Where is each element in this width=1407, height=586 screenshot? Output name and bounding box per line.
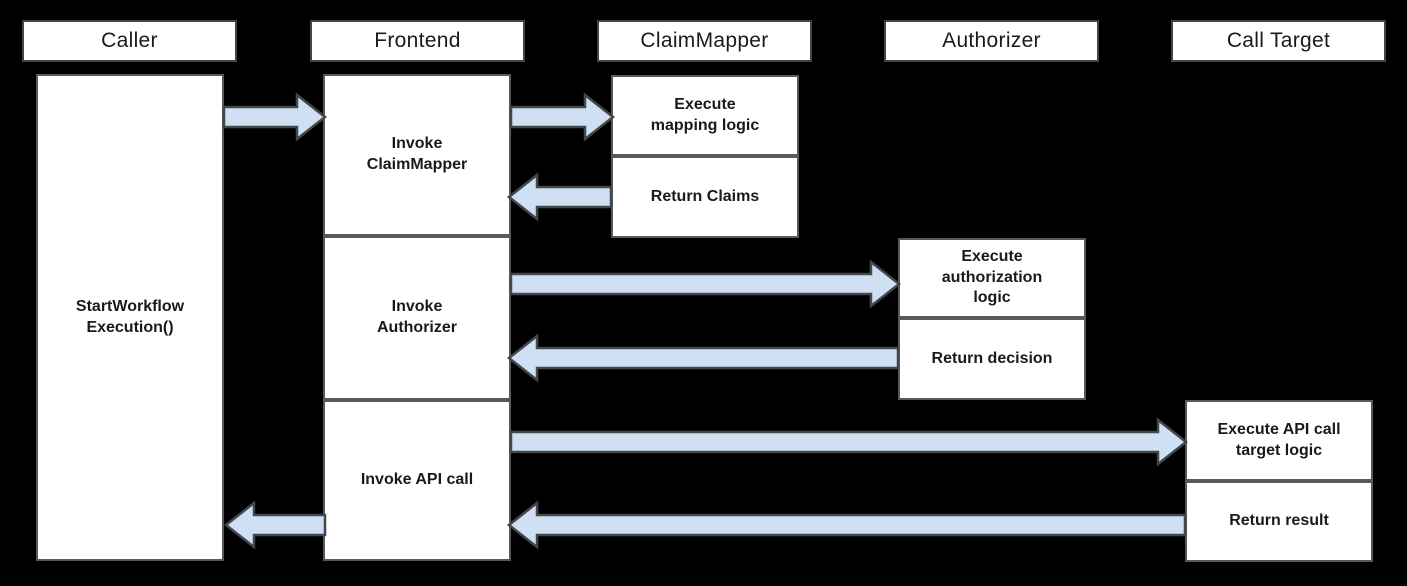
frontend-step-invoke-authorizer: Invoke Authorizer — [323, 236, 511, 400]
frontend-step-invoke-api-call-label: Invoke API call — [360, 471, 474, 489]
claimmapper-step-return-claims: Return Claims — [611, 156, 799, 238]
lane-header-claimmapper: ClaimMapper — [597, 20, 812, 62]
frontend-to-claimmapper-arrow — [509, 92, 616, 142]
calltarget-to-frontend-arrow — [506, 500, 1187, 550]
frontend-to-authorizer-arrow — [509, 259, 902, 309]
frontend-step-invoke-api-call: Invoke API call — [323, 400, 511, 561]
lane-header-caller-label: Caller — [101, 29, 158, 52]
claimmapper-step-execute-mapping-logic: Execute mapping logic — [611, 75, 799, 156]
authorizer-step-return-decision: Return decision — [898, 318, 1086, 400]
caller-to-frontend-arrow — [222, 92, 328, 142]
authorizer-step-execute-authorization-logic-label: Execute authorization logic — [941, 247, 1043, 307]
caller-activation-label: StartWorkflow Execution() — [75, 297, 185, 336]
lane-header-call-target-label: Call Target — [1226, 29, 1331, 52]
claimmapper-to-frontend-arrow — [506, 172, 613, 222]
calltarget-step-execute-api-call-target-logic: Execute API call target logic — [1185, 400, 1373, 481]
authorizer-step-return-decision-label: Return decision — [931, 349, 1053, 367]
authorizer-step-execute-authorization-logic: Execute authorization logic — [898, 238, 1086, 318]
frontend-to-caller-arrow — [223, 500, 327, 550]
frontend-step-invoke-claimmapper-label: Invoke ClaimMapper — [366, 135, 468, 173]
lane-header-authorizer: Authorizer — [884, 20, 1099, 62]
frontend-step-invoke-claimmapper: Invoke ClaimMapper — [323, 74, 511, 236]
authorizer-to-frontend-arrow — [506, 333, 900, 383]
frontend-step-invoke-authorizer-label: Invoke Authorizer — [377, 298, 457, 336]
calltarget-step-return-result-label: Return result — [1229, 512, 1329, 530]
frontend-to-calltarget-arrow — [509, 417, 1189, 467]
caller-activation-box: StartWorkflow Execution() — [36, 74, 224, 561]
lane-header-frontend: Frontend — [310, 20, 525, 62]
claimmapper-step-return-claims-label: Return Claims — [650, 187, 760, 205]
lane-header-claimmapper-label: ClaimMapper — [640, 29, 769, 52]
claimmapper-step-execute-mapping-logic-label: Execute mapping logic — [650, 95, 760, 134]
lane-header-frontend-label: Frontend — [374, 29, 461, 52]
calltarget-step-execute-api-call-target-logic-label: Execute API call target logic — [1217, 420, 1341, 459]
lane-header-authorizer-label: Authorizer — [942, 29, 1041, 52]
calltarget-step-return-result: Return result — [1185, 481, 1373, 562]
lane-header-caller: Caller — [22, 20, 237, 62]
lane-header-call-target: Call Target — [1171, 20, 1386, 62]
